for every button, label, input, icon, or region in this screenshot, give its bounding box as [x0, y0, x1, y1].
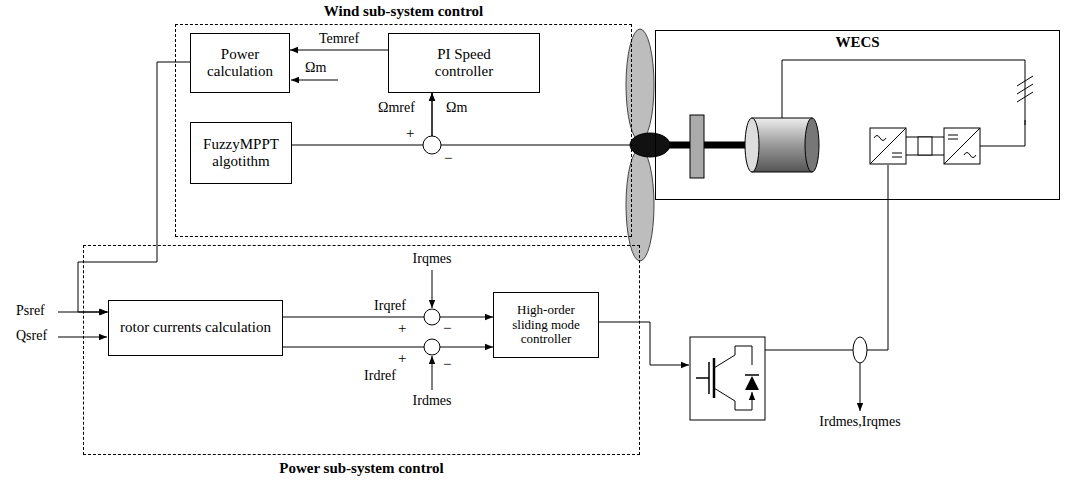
igbt-box [690, 337, 765, 420]
irdmes-wire [432, 356, 433, 390]
signal-label: Ωm [446, 100, 467, 115]
control-signal-wire [598, 322, 689, 365]
box-label: rotor currents calculation [120, 319, 271, 336]
box-label: PI Speed controller [408, 46, 520, 81]
summing-junction [423, 136, 441, 154]
igbt-collector [714, 346, 752, 368]
sensor-output [860, 363, 861, 411]
diode-bar [745, 374, 759, 376]
wecs-frame: WECS [655, 30, 1060, 200]
signal-connector [290, 50, 388, 51]
signal-label: Irdmes [413, 393, 452, 408]
igbt-gate [696, 377, 709, 379]
grid-slash [1017, 76, 1033, 86]
summing-junction [424, 309, 440, 325]
generator-end [745, 118, 759, 172]
diode [745, 376, 759, 390]
gearbox [690, 115, 704, 178]
signal-connector [78, 62, 190, 312]
summing-junction [424, 339, 440, 355]
grid-wire [980, 120, 1025, 146]
process-box: rotor currents calculation [108, 300, 283, 356]
shaft [660, 142, 752, 149]
rotor-wire [765, 165, 888, 350]
region-title: Power sub-system control [84, 460, 639, 477]
box-label: Power calculation [195, 46, 285, 81]
sign-label: − [443, 356, 451, 373]
rotor-converter [870, 128, 906, 164]
sign-label: − [444, 150, 452, 167]
controller-box: High-order sliding mode controller [493, 292, 599, 358]
box-label: FuzzyMPPT algotithm [195, 136, 287, 171]
signal-label: Ωmref [378, 100, 415, 115]
signal-connector [292, 93, 432, 145]
signal-connector [283, 317, 493, 318]
current-sensor [853, 337, 867, 363]
igbt-base [713, 358, 716, 398]
omega-wire [291, 80, 338, 81]
subsystem-region: Power sub-system controlrotor currents c… [83, 245, 640, 455]
dc-capacitor [918, 137, 932, 155]
blade [626, 29, 654, 141]
stator-wire [782, 60, 1025, 125]
dc-symbol [892, 153, 902, 154]
dc-symbol [948, 135, 958, 136]
signal-label: Irqmes [413, 251, 452, 266]
grid-slash [1017, 92, 1033, 102]
ac-symbol [964, 153, 976, 158]
hub [630, 133, 670, 157]
irqmes-wire [432, 270, 433, 308]
signal-label: Psref [16, 303, 45, 318]
grid-converter [944, 128, 980, 164]
subsystem-region: Wind sub-system controlPower calculation… [175, 24, 632, 237]
box-label: High-order sliding mode controller [498, 303, 594, 348]
signal-label: Ωm [305, 60, 326, 75]
converter-diagonal [944, 128, 980, 164]
sign-label: + [406, 125, 414, 142]
controller-box: PI Speed controller [388, 33, 540, 93]
ac-symbol [874, 136, 886, 141]
signal-label: Irdref [363, 368, 397, 383]
sign-label: − [443, 320, 451, 337]
converter-diagonal [870, 128, 906, 164]
grid-slash [1017, 84, 1033, 94]
dc-symbol [892, 157, 902, 158]
signal-label: Irdmes,Irqmes [819, 414, 900, 429]
region-title: Wind sub-system control [176, 3, 631, 20]
signal-label: Irqref [373, 298, 407, 313]
sign-label: + [398, 320, 406, 337]
signal-connector [283, 347, 493, 348]
generator [752, 118, 812, 172]
igbt-emitter [714, 388, 752, 410]
region-title: WECS [656, 34, 1059, 51]
igbt-gate-bar [708, 362, 710, 394]
sign-label: + [398, 350, 406, 367]
process-box: FuzzyMPPT algotithm [190, 122, 292, 184]
generator-end [805, 118, 819, 172]
signal-connector [432, 93, 655, 145]
signal-label: Qsref [16, 328, 47, 343]
signal-label: Temref [318, 31, 360, 46]
process-box: Power calculation [190, 33, 290, 93]
dc-symbol [948, 139, 958, 140]
